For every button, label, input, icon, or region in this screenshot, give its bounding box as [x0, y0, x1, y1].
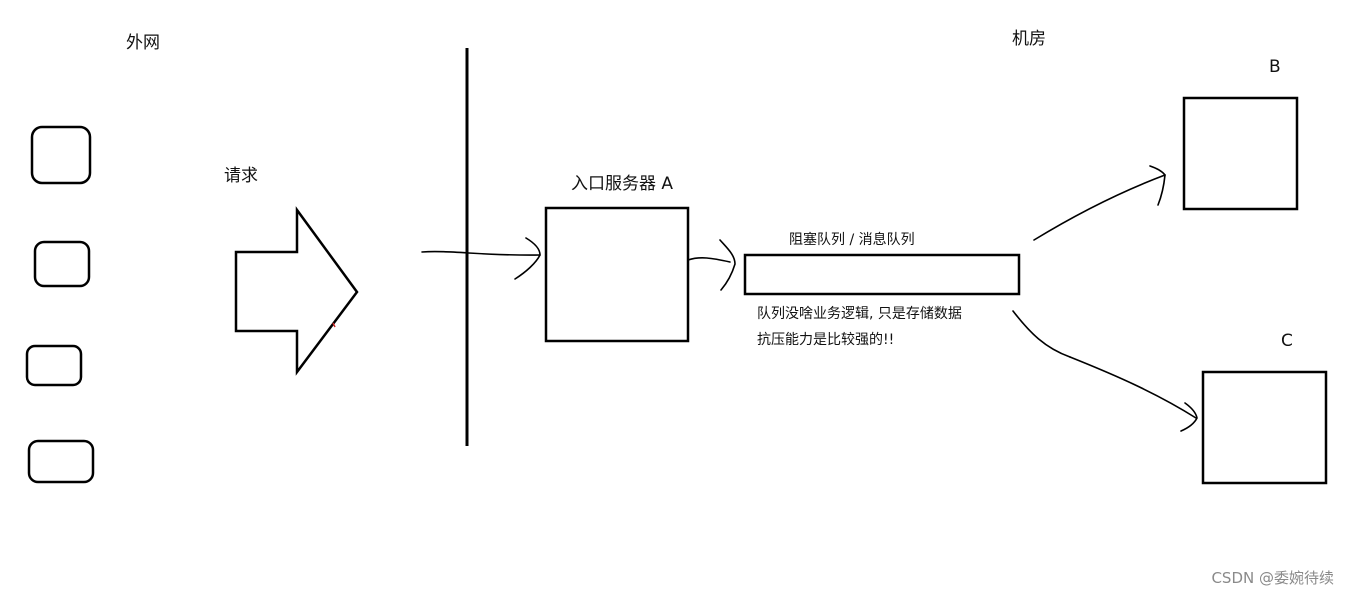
server-b-label: B — [1269, 57, 1281, 77]
client-box-4 — [27, 439, 95, 484]
external-network-label: 外网 — [126, 33, 160, 53]
queue-bar — [743, 253, 1021, 296]
client-box-2 — [33, 240, 91, 288]
entry-server-label: 入口服务器 A — [571, 174, 673, 194]
arrow-mark — [332, 322, 336, 328]
client-boxes — [25, 125, 95, 484]
request-block-arrow — [234, 206, 359, 376]
entry-server-box — [544, 206, 690, 343]
request-label: 请求 — [224, 166, 258, 186]
watermark: CSDN @委婉待续 — [1211, 569, 1334, 587]
queue-note-line1: 队列没啥业务逻辑, 只是存储数据 — [757, 306, 962, 322]
client-box-3 — [25, 344, 83, 387]
queue-title: 阻塞队列 / 消息队列 — [789, 231, 915, 248]
server-to-queue-arrow — [687, 239, 736, 291]
queue-to-c-arrow — [1012, 310, 1198, 432]
server-room-label: 机房 — [1012, 29, 1046, 49]
server-c-box — [1201, 370, 1328, 485]
queue-note-line2: 抗压能力是比较强的!! — [757, 332, 894, 348]
request-arrow — [421, 237, 541, 280]
server-c-label: C — [1281, 331, 1293, 351]
server-b-box — [1182, 96, 1299, 211]
client-box-1 — [30, 125, 92, 185]
queue-to-b-arrow — [1033, 165, 1166, 241]
